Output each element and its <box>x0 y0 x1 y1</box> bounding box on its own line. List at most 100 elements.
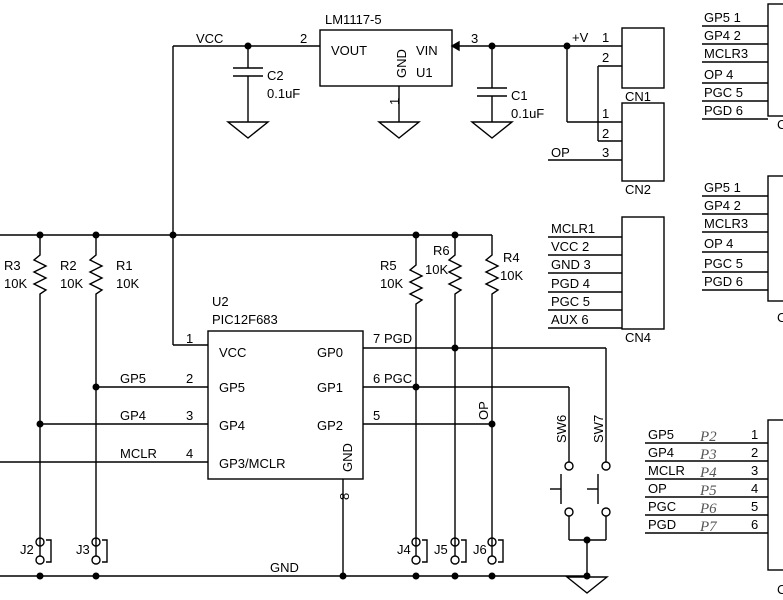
regulator-pin-vin: VIN <box>416 43 438 58</box>
cn2-ref: CN2 <box>625 182 651 197</box>
connector-cn1: 1 2 CN1 <box>597 27 665 142</box>
mcu-pin-gp3: GP3/MCLR <box>219 456 285 471</box>
cap-c1-ref: C1 <box>511 88 528 103</box>
net-pgc: PGC <box>384 371 412 386</box>
resistor-r4: R4 10K <box>484 235 523 556</box>
connector-cn2: 1 2 3 OP CN2 <box>548 102 665 197</box>
r1-value: 10K <box>116 276 139 291</box>
cn2-pin2-num: 2 <box>602 126 609 141</box>
rb-pin-6-port: P7 <box>699 519 718 535</box>
rt-pin-5: PGC 5 <box>704 85 743 100</box>
net-gp4: GP4 <box>120 408 146 423</box>
jumper-j2: J2 <box>20 537 52 565</box>
mcu-pin-gnd: GND <box>340 443 355 472</box>
rm-pin-5: PGC 5 <box>704 256 743 271</box>
cap-c2: C2 0.1uF <box>267 68 300 101</box>
r4-ref: R4 <box>503 250 520 265</box>
vcc-rail <box>0 231 492 239</box>
rb-pin-1-net: GP5 <box>648 427 674 442</box>
rb-pin-4-port: P5 <box>699 483 717 499</box>
mcu-pin6-num: 6 <box>373 371 380 386</box>
r5-value: 10K <box>380 276 403 291</box>
mcu-pin8-num: 8 <box>337 493 352 500</box>
net-mclr: MCLR <box>120 446 157 461</box>
r6-value: 10K <box>425 262 448 277</box>
mcu-pin-gp5: GP5 <box>219 380 245 395</box>
jumper-j3: J3 <box>76 537 108 565</box>
cap-c1-value: 0.1uF <box>511 106 544 121</box>
jumper-j4: J4 <box>397 537 428 565</box>
j3-label: J3 <box>76 542 90 557</box>
cap-c2-ref: C2 <box>267 68 284 83</box>
net-plusv-label: +V <box>572 30 589 45</box>
cn2-pin3-net: OP <box>551 145 570 160</box>
mcu-pin-gp2: GP2 <box>317 418 343 433</box>
rb-ref: C <box>777 582 783 597</box>
connector-cn4: MCLR1 VCC 2 GND 3 PGD 4 PGC 5 AUX 6 CN4 <box>548 216 665 345</box>
rm-pin-3: MCLR3 <box>704 216 748 231</box>
mcu-pin4-num: 4 <box>186 446 193 461</box>
mcu-pin-gp4: GP4 <box>219 418 245 433</box>
regulator-pin2-num: 2 <box>300 31 307 46</box>
rt-pin-2: GP4 2 <box>704 28 741 43</box>
j6-label: J6 <box>473 542 487 557</box>
cn1-ref: CN1 <box>625 89 651 104</box>
regulator-ground <box>377 86 421 139</box>
mcu-pin5-num: 5 <box>373 408 380 423</box>
net-op-label: OP <box>476 401 491 420</box>
regulator-u1: LM1117-5 VOUT VIN GND U1 2 3 1 <box>300 12 478 105</box>
rb-pin-2-port: P3 <box>699 447 717 463</box>
cn4-pin-1: MCLR1 <box>551 221 595 236</box>
mcu-part: PIC12F683 <box>212 312 278 327</box>
resistor-r1: R1 10K <box>116 258 139 291</box>
resistor-r3: R3 10K <box>4 235 48 556</box>
rm-pin-2: GP4 2 <box>704 198 741 213</box>
cn2-pin1-num: 1 <box>602 106 609 121</box>
mcu-pin-gp0: GP0 <box>317 345 343 360</box>
vcc-wires: VCC <box>169 31 320 346</box>
r4-value: 10K <box>500 268 523 283</box>
cn1-pin1-num: 1 <box>602 30 609 45</box>
mcu-right-wires: PGD PGC OP <box>342 331 607 576</box>
gnd-rail: GND <box>0 560 609 594</box>
cn4-pin-6: AUX 6 <box>551 312 589 327</box>
rt-ref: C <box>777 117 783 132</box>
regulator-ref: U1 <box>416 65 433 80</box>
r2-value: 10K <box>60 276 83 291</box>
rb-pin-1-port: P2 <box>699 429 717 445</box>
cn1-pin2-num: 2 <box>602 50 609 65</box>
rb-pin-6-net: PGD <box>648 517 676 532</box>
mcu-pin-gp1: GP1 <box>317 380 343 395</box>
switch-sw7: SW7 <box>583 415 611 576</box>
rm-pin-6: PGD 6 <box>704 274 743 289</box>
rb-pin-3-port: P4 <box>699 465 717 481</box>
sw7-label: SW7 <box>591 415 606 443</box>
cn2-pin3-num: 3 <box>602 145 609 160</box>
connector-right-mid: GP5 1 GP4 2 MCLR3 OP 4 PGC 5 PGD 6 C <box>702 175 783 325</box>
rb-pin-2-net: GP4 <box>648 445 674 460</box>
vin-wires: C1 0.1uF +V <box>459 30 622 139</box>
mcu-pin2-num: 2 <box>186 371 193 386</box>
r1-ref: R1 <box>116 258 133 273</box>
regulator-pin-vout: VOUT <box>331 43 367 58</box>
resistor-r2: R2 10K <box>60 235 104 556</box>
connector-right-bottom: GP5 P2 1 GP4 P3 2 MCLR P4 3 OP P5 4 PGC … <box>645 419 783 597</box>
r6-ref: R6 <box>433 243 450 258</box>
cap-c2-value: 0.1uF <box>267 86 300 101</box>
rm-pin-4: OP 4 <box>704 236 733 251</box>
regulator-pin-gnd: GND <box>394 49 409 78</box>
mcu-pin-vcc: VCC <box>219 345 246 360</box>
net-gnd-label: GND <box>270 560 299 575</box>
connector-right-top: GP5 1 GP4 2 MCLR3 OP 4 PGC 5 PGD 6 C <box>702 3 783 132</box>
mcu-pin3-num: 3 <box>186 408 193 423</box>
mcu-u2: U2 PIC12F683 VCC GP5 GP4 GP3/MCLR GP0 GP… <box>186 294 380 500</box>
resistor-r6: R6 10K <box>425 235 463 556</box>
net-gp5: GP5 <box>120 371 146 386</box>
rb-pin-3-net: MCLR <box>648 463 685 478</box>
rt-pin-1: GP5 1 <box>704 10 741 25</box>
mcu-pin1-num: 1 <box>186 331 193 346</box>
rt-pin-4: OP 4 <box>704 67 733 82</box>
regulator-part: LM1117-5 <box>325 12 382 27</box>
resistor-r5: R5 10K <box>380 235 424 556</box>
rt-pin-3: MCLR3 <box>704 46 748 61</box>
